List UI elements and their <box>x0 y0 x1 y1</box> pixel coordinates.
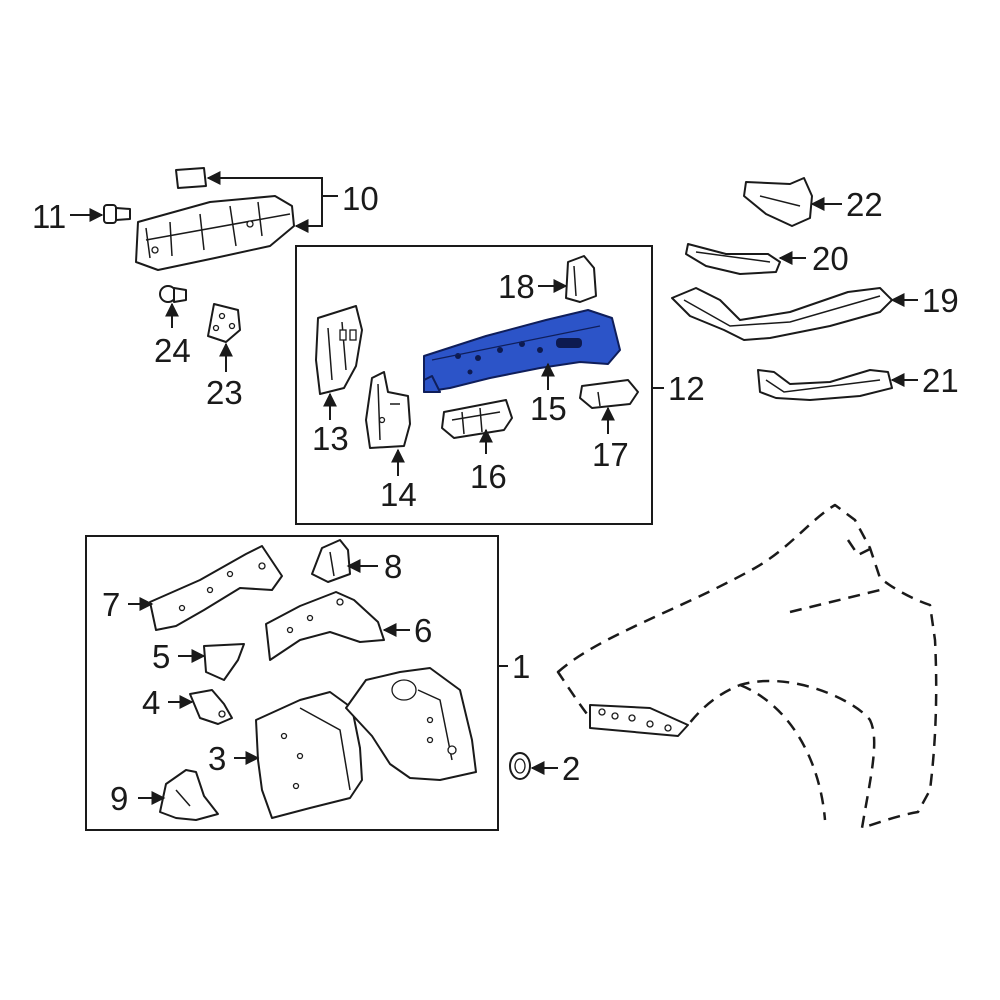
fender-outline <box>556 503 938 830</box>
leader-10 <box>206 171 338 197</box>
callout-10: 10 <box>342 180 379 217</box>
part-19-member[interactable] <box>671 287 893 341</box>
part-9-bracket[interactable] <box>159 769 219 821</box>
part-11-bolt[interactable] <box>103 204 131 224</box>
callout-4: 4 <box>142 684 160 721</box>
callout-5: 5 <box>152 638 170 675</box>
part-14-bracket[interactable] <box>365 371 411 449</box>
part-16-bracket[interactable] <box>441 399 513 439</box>
part-18-bracket[interactable] <box>565 255 597 303</box>
callout-20: 20 <box>812 240 849 277</box>
callout-15: 15 <box>530 390 567 427</box>
callout-17: 17 <box>592 436 629 473</box>
part-1-wheelhouse-assembly[interactable] <box>345 667 477 781</box>
part-7-member[interactable] <box>149 545 283 631</box>
part-21-member[interactable] <box>757 369 893 401</box>
group-box-12 <box>295 245 653 525</box>
part-10-bracket[interactable] <box>135 167 295 271</box>
part-24-clip[interactable] <box>159 285 187 303</box>
callout-3: 3 <box>208 740 226 777</box>
callout-12: 12 <box>668 370 705 407</box>
callout-19: 19 <box>922 282 959 319</box>
part-4-bracket[interactable] <box>189 689 233 725</box>
part-17-bracket[interactable] <box>579 379 639 409</box>
callout-6: 6 <box>414 612 432 649</box>
callout-7: 7 <box>102 586 120 623</box>
part-8-bracket[interactable] <box>311 539 351 583</box>
callout-8: 8 <box>384 548 402 585</box>
part-3-wheelhouse-panel[interactable] <box>255 691 363 819</box>
callout-2: 2 <box>562 750 580 787</box>
callout-1: 1 <box>512 648 530 685</box>
leader-lines <box>70 171 918 805</box>
group-box-1 <box>85 535 499 831</box>
part-22-bracket[interactable] <box>743 177 813 227</box>
part-2-grommet[interactable] <box>509 752 531 780</box>
callout-9: 9 <box>110 780 128 817</box>
part-6-panel[interactable] <box>265 591 385 661</box>
leader-10b <box>294 196 323 233</box>
part-23-plate[interactable] <box>207 303 241 343</box>
callout-labels: 1 2 3 4 5 6 7 8 9 10 11 12 13 14 15 16 1… <box>32 180 959 817</box>
callout-24: 24 <box>154 332 191 369</box>
callout-16: 16 <box>470 458 507 495</box>
part-15-side-member-highlighted[interactable] <box>423 309 621 393</box>
callout-23: 23 <box>206 374 243 411</box>
callout-11: 11 <box>32 198 66 235</box>
part-13-bracket[interactable] <box>315 305 363 395</box>
callout-21: 21 <box>922 362 959 399</box>
part-20-member[interactable] <box>685 243 781 275</box>
callout-13: 13 <box>312 420 349 457</box>
callout-14: 14 <box>380 476 417 513</box>
callout-18: 18 <box>498 268 535 305</box>
part-5-plate[interactable] <box>203 643 245 681</box>
callout-22: 22 <box>846 186 883 223</box>
